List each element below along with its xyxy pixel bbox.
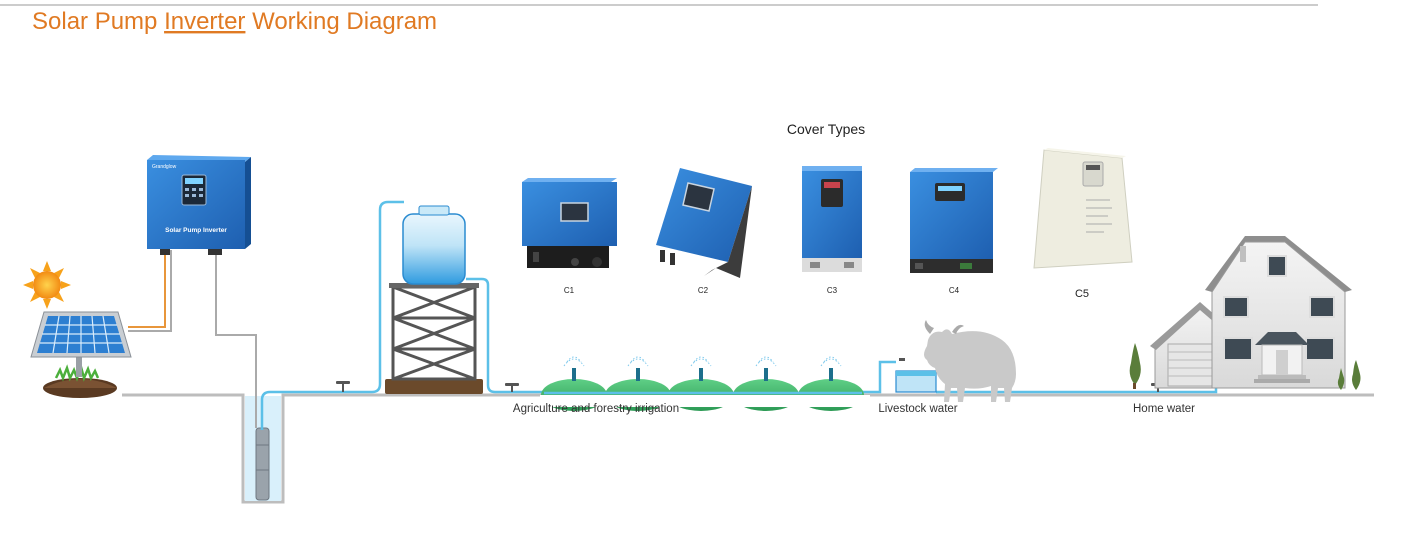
cover-type-c2-label: C2 [698,286,709,295]
cover-type-c2 [656,168,752,278]
page-title: Solar Pump Inverter Working Diagram [32,8,437,35]
water-tank-icon [402,213,466,285]
attic-window [1267,255,1287,277]
irrigation-fields [540,356,870,411]
cover-type-c5 [1033,148,1133,269]
cover-type-c3 [802,166,862,272]
cover-type-c1 [522,178,617,268]
cover-type-c4-label: C4 [949,286,960,295]
cover-types-heading: Cover Types [787,121,865,137]
inverter-label: Solar Pump Inverter [165,227,227,234]
sprinkler-icon [572,368,833,381]
wiring [128,250,257,428]
cover-type-c5-label: C5 [1075,288,1089,300]
inverter-brand: Grandglow [152,164,177,170]
sun-icon [23,261,71,309]
submersible-pump-icon [255,427,270,501]
ground-line [122,393,1374,504]
agriculture-label: Agriculture and forestry irrigation [513,403,679,415]
cover-type-c4 [910,168,998,273]
house-icon [1150,236,1352,389]
buffalo-icon [924,320,1016,402]
solar-panel-icon [30,311,132,398]
water-tower [385,205,483,394]
cover-type-c1-label: C1 [564,286,575,295]
solar-pump-inverter: Grandglow Solar Pump Inverter [147,155,251,255]
cover-type-c3-label: C3 [827,286,838,295]
tree-icon [1129,343,1361,390]
home-water-label: Home water [1133,403,1195,415]
livestock-trough [895,358,937,393]
livestock-label: Livestock water [878,403,957,415]
